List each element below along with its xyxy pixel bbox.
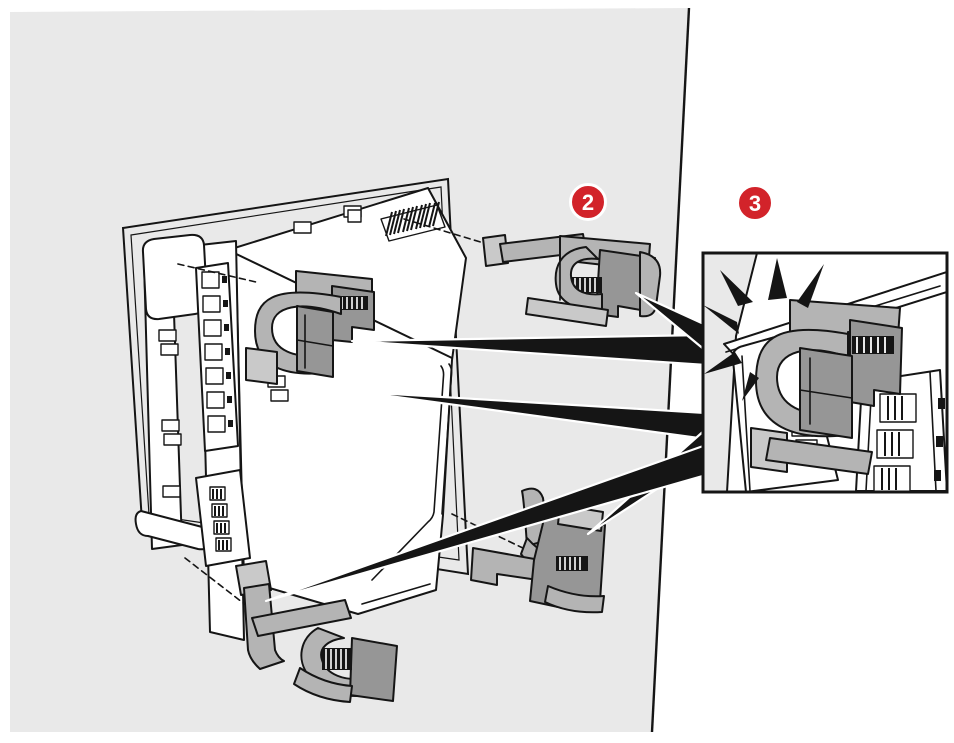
step-2-badge: 2 bbox=[569, 183, 607, 221]
retaining-clip-floating-right bbox=[470, 487, 606, 614]
dashed-leader-top-clip bbox=[403, 218, 498, 248]
step-2-circle bbox=[569, 183, 607, 221]
step-2-number: 2 bbox=[582, 190, 594, 215]
zoom-beams bbox=[264, 291, 708, 603]
retaining-clip-floating-top bbox=[482, 233, 662, 327]
click-emphasis-marks bbox=[703, 258, 824, 401]
top-face-tabs bbox=[293, 205, 362, 234]
inset-retaining-clip bbox=[750, 299, 903, 475]
inset-terminal-column bbox=[855, 369, 947, 492]
terminal-block-lower bbox=[195, 469, 251, 567]
panel-edge bbox=[650, 7, 691, 733]
step-3-number: 3 bbox=[749, 191, 761, 216]
dashed-leader-installed-clip bbox=[177, 263, 257, 283]
retaining-clip-floating-bottom-left bbox=[235, 560, 398, 703]
step-3-circle bbox=[736, 184, 774, 222]
clip-foot bbox=[245, 347, 278, 385]
terminal-strip bbox=[195, 262, 239, 452]
step-3-badge: 3 bbox=[736, 184, 774, 222]
inset-border bbox=[701, 251, 949, 494]
retaining-clip-installed bbox=[245, 270, 375, 385]
clip-inner-slab bbox=[296, 305, 334, 378]
detail-inset bbox=[701, 251, 949, 494]
